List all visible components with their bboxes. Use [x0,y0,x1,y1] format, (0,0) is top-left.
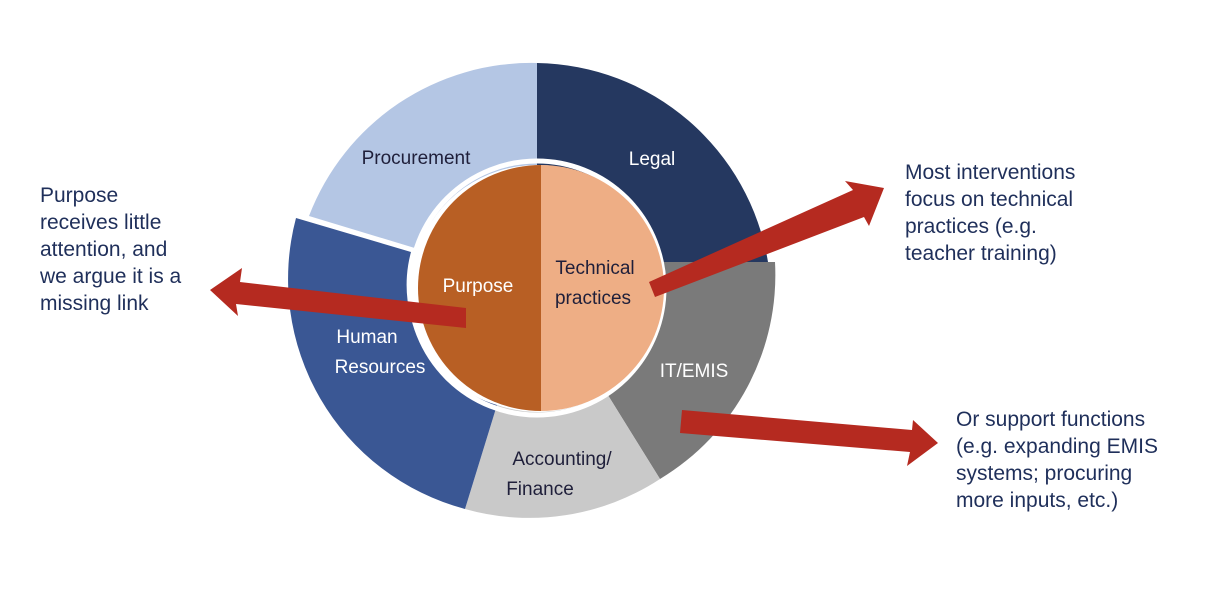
accounting-label-line2: Finance [506,479,574,500]
it-emis-segment [606,262,776,479]
purpose-half [418,165,541,411]
left-note: Purpose receives little attention, and w… [40,184,182,315]
legal-label: Legal [629,149,676,170]
arrow-to-support-note [680,410,938,466]
legal-segment [537,63,768,262]
accounting-finance-segment [465,392,660,518]
human-resources-label-line1: Human [336,327,397,348]
human-resources-segment [288,218,497,509]
technical-label-line2: practices [555,288,631,309]
top-right-note: Most interventions focus on technical pr… [905,161,1076,265]
bottom-right-note: Or support functions (e.g. expanding EMI… [956,408,1158,512]
procurement-label: Procurement [362,148,471,169]
purpose-label: Purpose [443,276,514,297]
technical-label-line1: Technical [555,258,634,279]
arrow-to-technical-note [649,181,884,297]
arrow-to-purpose-note [210,268,466,328]
technical-practices-half [541,165,664,411]
accounting-label-line1: Accounting/ [512,449,612,470]
human-resources-label-line2: Resources [335,357,426,378]
it-emis-label: IT/EMIS [660,361,729,382]
procurement-segment [309,62,537,249]
